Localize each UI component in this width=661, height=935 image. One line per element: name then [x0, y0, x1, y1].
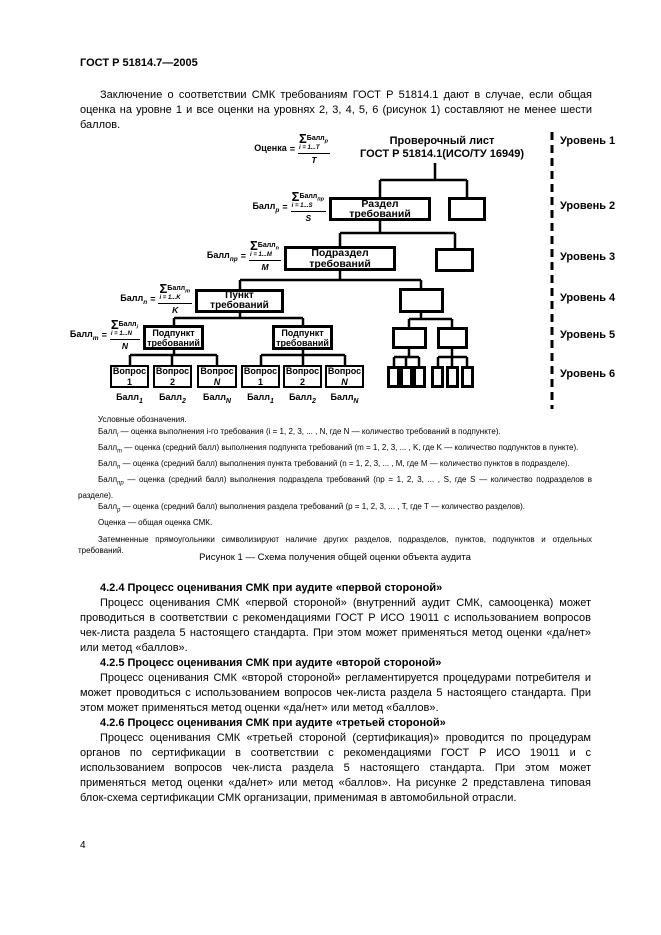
- figure-caption: Рисунок 1 — Схема получения общей оценки…: [199, 552, 471, 563]
- box-vopros-2: Вопрос 2: [153, 365, 192, 388]
- box-podpunkt-trebovaniy-1: Подпункт требований: [143, 325, 204, 350]
- score-label-1: Балл1: [247, 392, 274, 405]
- sigma-symbol: Σ: [110, 317, 119, 332]
- score-label-2: Балл2: [159, 392, 186, 405]
- score-label-1: Балл1: [116, 392, 143, 405]
- sigma-symbol: Σ: [291, 189, 300, 204]
- connector-lines: [128, 132, 554, 409]
- legend-item: Баллр — оценка (средний балл) выполнения…: [98, 502, 525, 514]
- box-vopros-1: Вопрос 1: [241, 365, 280, 388]
- checklist-title: Проверочный лист ГОСТ Р 51814.1(ИСО/ТУ 1…: [336, 135, 548, 161]
- section-heading-4-2-5: 4.2.5 Процесс оценивания СМК при аудите …: [100, 657, 442, 669]
- shaded-box-level3: [435, 248, 474, 272]
- box-vopros-1: Вопрос 1: [110, 365, 149, 388]
- shaded-box-level5-a: [392, 327, 427, 349]
- body-sections: 4.2.4 Процесс оценивания СМК при аудите …: [80, 581, 591, 806]
- shaded-box-level6: [446, 366, 459, 388]
- legend-item: Баллi — оценка выполнения i-го требовани…: [98, 426, 501, 439]
- level-label-4: Уровень 4: [560, 292, 616, 304]
- figure-1-diagram: Проверочный лист ГОСТ Р 51814.1(ИСО/ТУ 1…: [0, 130, 661, 415]
- shaded-box-level4: [399, 288, 444, 313]
- shaded-box-level6: [431, 366, 444, 388]
- checklist-title-line2: ГОСТ Р 51814.1(ИСО/ТУ 16949): [360, 148, 524, 160]
- level-label-1: Уровень 1: [560, 135, 616, 147]
- legend-item: Баллm — оценка (средний балл) выполнения…: [98, 442, 579, 455]
- intro-paragraph: Заключение о соответствии СМК требования…: [80, 89, 592, 131]
- level-label-6: Уровень 6: [560, 368, 616, 380]
- shaded-box-level6: [387, 366, 400, 388]
- box-razdel-trebovaniy: Раздел требований: [329, 197, 431, 221]
- score-label-n: БаллN: [330, 392, 359, 405]
- box-vopros-n: Вопрос N: [197, 365, 237, 388]
- document-header: ГОСТ Р 51814.7—2005: [80, 57, 198, 69]
- page-number: 4: [80, 840, 86, 851]
- box-vopros-n: Вопрос N: [325, 365, 364, 388]
- legend-note: Затемненные прямоугольники символизируют…: [78, 534, 592, 556]
- section-body-4-2-6: Процесс оценивания СМК «третьей стороной…: [80, 732, 591, 804]
- sigma-symbol: Σ: [249, 238, 258, 253]
- level-label-3: Уровень 3: [560, 251, 616, 263]
- section-heading-4-2-4: 4.2.4 Процесс оценивания СМК при аудите …: [100, 582, 443, 594]
- box-punkt-trebovaniy: Пункт требований: [195, 289, 284, 313]
- score-label-2: Балл2: [289, 392, 316, 405]
- sigma-symbol: Σ: [159, 281, 168, 296]
- box-podpunkt-trebovaniy-2: Подпункт требований: [272, 325, 333, 350]
- shaded-box-level5-b: [437, 327, 468, 349]
- legend-item: Баллпр — оценка (средний балл) выполнени…: [78, 474, 592, 500]
- sigma-symbol: Σ: [298, 131, 307, 146]
- box-podrazdel-trebovaniy: Подраздел требований: [284, 246, 396, 271]
- legend-item: Оценка — общая оценка СМК.: [98, 518, 213, 528]
- level-label-5: Уровень 5: [560, 329, 616, 341]
- score-label-n: БаллN: [203, 392, 231, 405]
- shaded-box-level2: [448, 197, 486, 221]
- level-label-2: Уровень 2: [560, 200, 616, 212]
- section-body-4-2-4: Процесс оценивания СМК «первой стороной»…: [80, 597, 591, 654]
- section-body-4-2-5: Процесс оценивания СМК «второй стороной»…: [80, 672, 591, 714]
- shaded-box-level6: [400, 366, 413, 388]
- checklist-title-line1: Проверочный лист: [389, 135, 495, 147]
- section-heading-4-2-6: 4.2.6 Процесс оценивания СМК при аудите …: [100, 717, 446, 729]
- legend-title: Условные обозначения.: [98, 415, 187, 424]
- shaded-box-level6: [413, 366, 426, 388]
- shaded-box-level6: [461, 366, 474, 388]
- box-vopros-2: Вопрос 2: [283, 365, 322, 388]
- legend-item: Баллn — оценка (средний балл) выполнения…: [98, 458, 570, 471]
- figure-legend: Условные обозначения. Баллi — оценка вып…: [78, 414, 592, 557]
